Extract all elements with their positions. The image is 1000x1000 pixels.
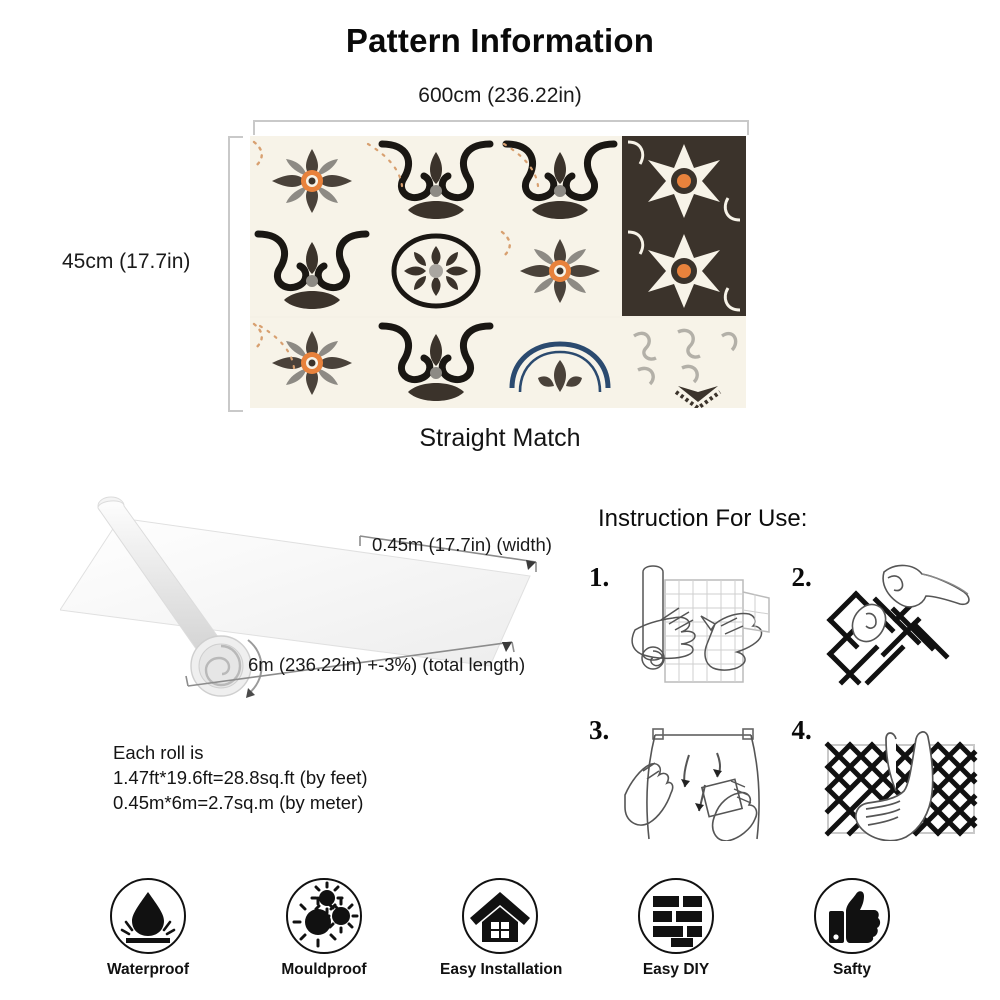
- feature-safty: Safty: [792, 878, 912, 979]
- feature-easy-diy-label: Easy DIY: [642, 961, 710, 978]
- pattern-height-label: 45cm (17.7in): [62, 250, 191, 273]
- instruction-step-1: 1.: [585, 558, 788, 705]
- step-3-number: 3.: [589, 715, 610, 745]
- feature-easy-installation-label: Easy Installation: [440, 961, 563, 978]
- instruction-step-2: 2.: [788, 558, 991, 705]
- instruction-step-3: 3.: [585, 711, 788, 858]
- each-roll-info: Each roll is 1.47ft*19.6ft=28.8sq.ft (by…: [113, 740, 368, 815]
- feature-easy-installation: Easy Installation: [440, 878, 563, 979]
- pattern-width-label: 600cm (236.22in): [418, 84, 582, 107]
- step-2-number: 2.: [791, 562, 812, 592]
- wallpaper-roll-diagram: [59, 490, 580, 700]
- feature-mouldproof-label: Mouldproof: [281, 961, 367, 978]
- feature-badges: Waterproof Mouldproof: [0, 878, 1000, 988]
- smooth-with-squeegee-icon: [619, 711, 784, 842]
- instruction-steps: 1.: [585, 558, 990, 858]
- house-icon: [462, 878, 538, 954]
- top-dimension-bracket: [253, 120, 749, 135]
- left-dimension-bracket: [228, 136, 243, 412]
- straight-match-label: Straight Match: [419, 424, 581, 452]
- tile-pattern-art: [250, 136, 746, 408]
- feature-waterproof: Waterproof: [88, 878, 208, 979]
- water-drop-icon: [110, 878, 186, 954]
- tile-pattern-swatch: [250, 136, 746, 408]
- feature-easy-diy: Easy DIY: [616, 878, 736, 979]
- each-roll-line-3: 0.45m*6m=2.7sq.m (by meter): [113, 792, 364, 813]
- each-roll-line-2: 1.47ft*19.6ft=28.8sq.ft (by feet): [113, 767, 368, 788]
- press-tile-to-wall-icon: [822, 711, 987, 842]
- roll-width-label: 0.45m (17.7in) (width): [372, 534, 552, 555]
- page-title: Pattern Information: [345, 22, 655, 59]
- each-roll-line-1: Each roll is: [113, 742, 204, 763]
- brick-wall-icon: [638, 878, 714, 954]
- feature-waterproof-label: Waterproof: [106, 961, 190, 978]
- instruction-step-4: 4.: [788, 711, 991, 858]
- peel-backing-icon: [822, 558, 987, 688]
- instructions-title: Instruction For Use:: [598, 505, 808, 532]
- mould-spore-icon: [286, 878, 362, 954]
- feature-safty-label: Safty: [833, 961, 871, 978]
- roll-art: [59, 496, 537, 698]
- measure-and-cut-roll-icon: [619, 558, 784, 688]
- step-4-number: 4.: [791, 715, 812, 745]
- thumbs-up-icon: [814, 878, 890, 954]
- roll-length-label: 6m (236.22in) +-3%) (total length): [248, 654, 526, 675]
- feature-mouldproof: Mouldproof: [264, 878, 384, 979]
- step-1-number: 1.: [589, 562, 610, 592]
